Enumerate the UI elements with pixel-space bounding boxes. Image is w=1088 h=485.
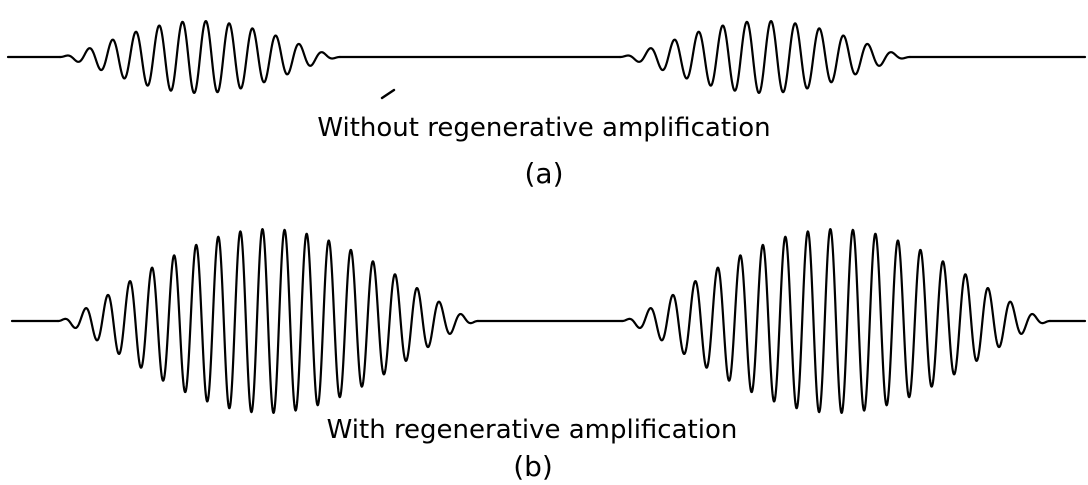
panel-a-label: (a) bbox=[524, 157, 563, 190]
panel-b-label: (b) bbox=[513, 450, 553, 483]
panel-a-wave-burst-1 bbox=[58, 20, 342, 94]
panel-b-caption: With regenerative amplification bbox=[327, 415, 738, 445]
panel-a-stray-mark bbox=[380, 88, 396, 100]
panel-b-wave-burst-2 bbox=[620, 228, 1052, 414]
panel-b: With regenerative amplification (b) bbox=[10, 228, 1087, 483]
panel-a: Without regenerative amplification (a) bbox=[6, 20, 1087, 190]
panel-a-caption: Without regenerative amplification bbox=[317, 113, 770, 143]
panel-a-wave-burst-2 bbox=[618, 20, 912, 94]
panel-b-wave-burst-1 bbox=[56, 228, 480, 414]
